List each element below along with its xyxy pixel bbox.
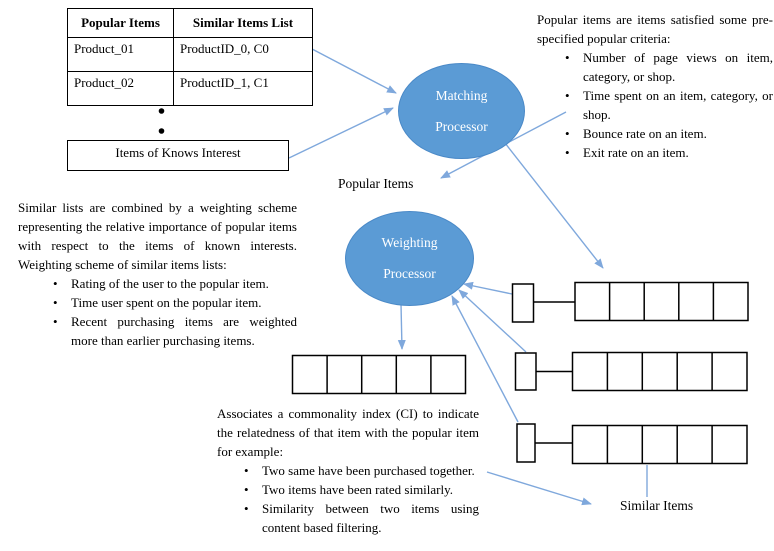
- table-row: Product_02 ProductID_1, C1: [67, 71, 313, 106]
- ellipsis-dots: [158, 108, 165, 134]
- commonality-item: Similarity between two items using conte…: [244, 499, 479, 537]
- cell-popular-item: Product_02: [67, 71, 174, 106]
- commonality-intro: Associates a commonality index (CI) to i…: [217, 406, 479, 459]
- criteria-item: Exit rate on an item.: [565, 143, 773, 162]
- criteria-item: Number of page views on item, category, …: [565, 48, 773, 86]
- criteria-item: Time spent on an item, category, or shop…: [565, 86, 773, 124]
- arrow-matching-to-list1: [504, 142, 604, 269]
- criteria-item: Bounce rate on an item.: [565, 124, 773, 143]
- matching-processor-label-line1: Matching: [435, 87, 488, 103]
- popular-criteria-intro: Popular items are items satisfied some p…: [537, 12, 773, 46]
- commonality-list: Two same have been purchased together. T…: [217, 461, 479, 537]
- matching-processor-label-line2: Processor: [435, 118, 488, 134]
- popular-criteria-block: Popular items are items satisfied some p…: [537, 10, 773, 162]
- popular-items-table: Popular Items Similar Items List Product…: [67, 8, 313, 106]
- header-popular-items: Popular Items: [67, 8, 174, 38]
- arrow-commonality-to-similar-items: [486, 471, 592, 506]
- commonality-item: Two same have been purchased together.: [244, 461, 479, 480]
- table-header-row: Popular Items Similar Items List: [67, 8, 313, 38]
- weighting-scheme-intro: Similar lists are combined by a weightin…: [18, 200, 297, 272]
- commonality-index-block: Associates a commonality index (CI) to i…: [217, 404, 479, 537]
- similar-list-3: [516, 423, 748, 465]
- weighted-output-list: [291, 354, 467, 395]
- similar-list-2: [514, 351, 748, 392]
- cell-similar-list: ProductID_1, C1: [173, 71, 313, 106]
- known-interest-box: Items of Knows Interest: [67, 140, 289, 171]
- weighting-scheme-block: Similar lists are combined by a weightin…: [18, 198, 297, 350]
- weighting-item: Rating of the user to the popular item.: [53, 274, 297, 293]
- similar-list-1: [511, 281, 749, 323]
- weighting-processor-label-line1: Weighting: [381, 235, 438, 250]
- popular-criteria-list: Number of page views on item, category, …: [537, 48, 773, 162]
- weighting-scheme-list: Rating of the user to the popular item. …: [18, 274, 297, 350]
- weighting-processor-node: Weighting Processor: [345, 211, 474, 306]
- arrow-list2-to-weighting: [458, 289, 527, 353]
- cell-similar-list: ProductID_0, C0: [173, 37, 313, 72]
- arrow-weighting-to-output-list: [397, 303, 406, 350]
- weighting-processor-label-line2: Processor: [383, 266, 436, 281]
- header-similar-items-list: Similar Items List: [173, 8, 313, 38]
- weighting-item: Recent purchasing items are weighted mor…: [53, 312, 297, 350]
- commonality-item: Two items have been rated similarly.: [244, 480, 479, 499]
- table-row: Product_01 ProductID_0, C0: [67, 37, 313, 72]
- popular-items-label: Popular Items: [338, 176, 414, 191]
- matching-processor-node: Matching Processor: [398, 63, 525, 159]
- similar-items-label: Similar Items: [620, 498, 694, 513]
- arrow-list3-to-weighting: [451, 295, 519, 423]
- arrow-knownbox-to-matching: [288, 107, 394, 159]
- cell-popular-item: Product_01: [67, 37, 174, 72]
- arrow-list1-to-weighting: [463, 281, 513, 295]
- weighting-item: Time user spent on the popular item.: [53, 293, 297, 312]
